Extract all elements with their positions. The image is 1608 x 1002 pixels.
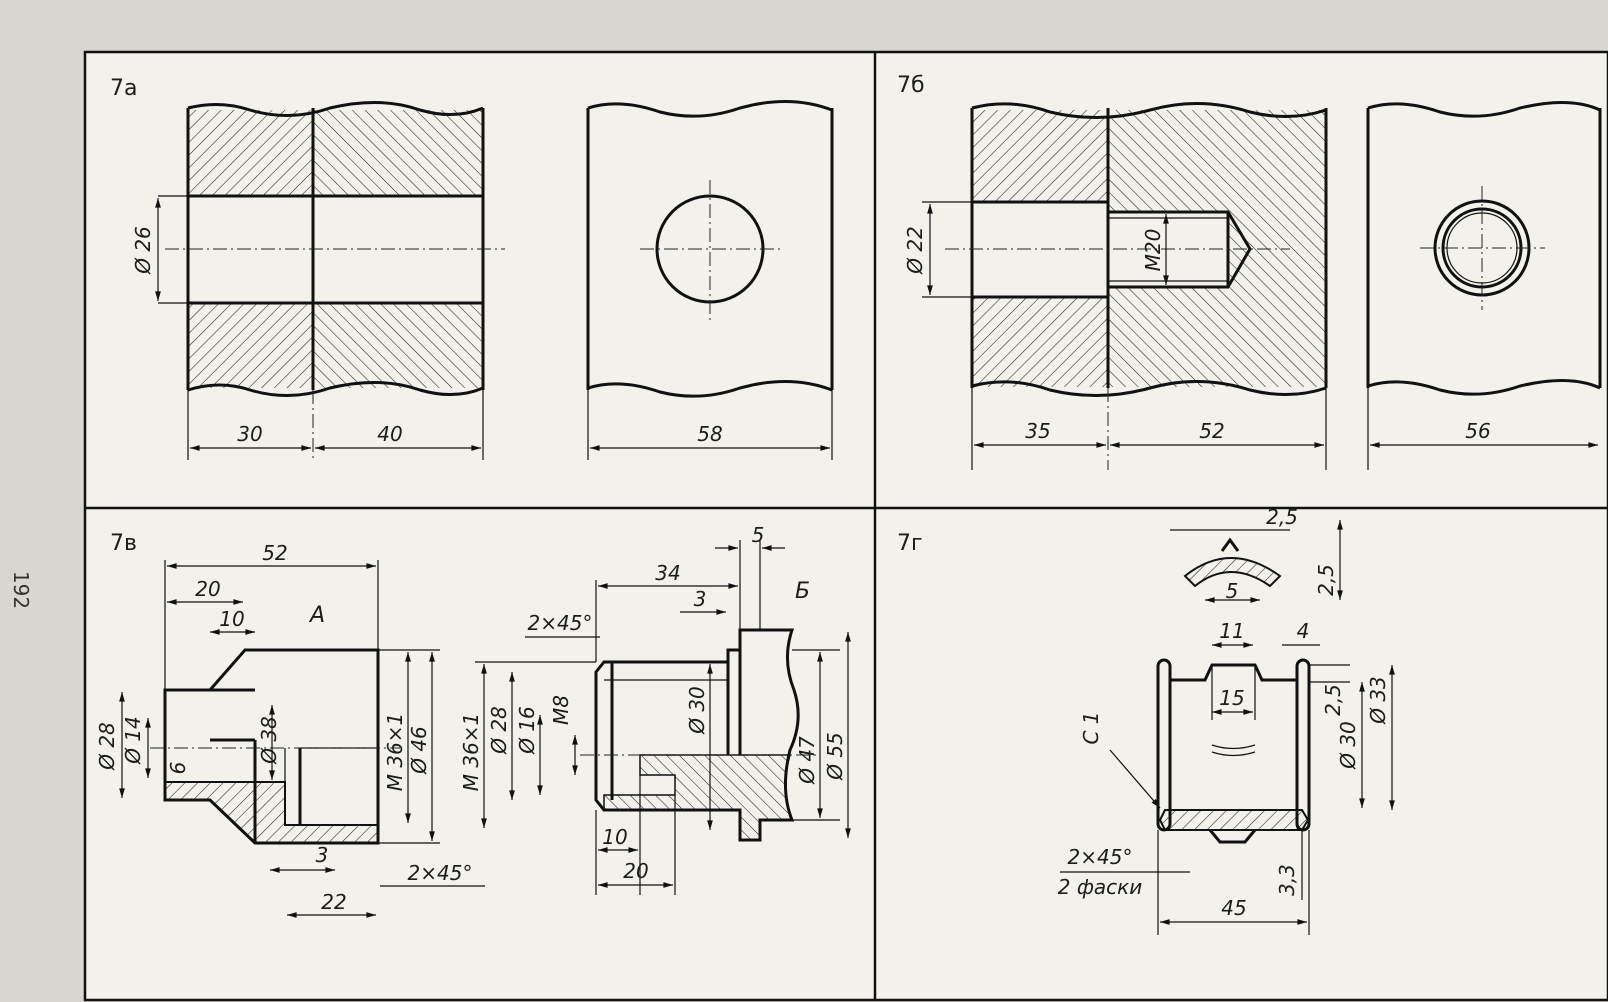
dim-7v-30: Ø 30: [685, 686, 709, 735]
dim-7v-52: 52: [262, 541, 287, 565]
dim-7g-c1: C 1: [1079, 711, 1103, 744]
dim-7g-5: 5: [1226, 579, 1239, 603]
dim-7v-m8: M8: [549, 695, 573, 725]
dim-7g-4: 4: [1297, 619, 1310, 643]
dim-7a-diameter: Ø 26: [131, 226, 155, 275]
dim-7v-10b: 10: [602, 825, 627, 849]
dim-7g-25c: 2,5: [1321, 684, 1345, 716]
panel-7b-label: 7б: [897, 73, 925, 98]
dim-7g-33b: 3,3: [1275, 864, 1299, 896]
dim-7v-28: Ø 28: [95, 722, 119, 771]
dim-7a-58: 58: [697, 422, 722, 446]
dim-7v-m36-a: M 36×1: [383, 713, 407, 792]
dim-7v-46: Ø 46: [407, 726, 431, 775]
dim-7b-thread: M20: [1141, 229, 1165, 272]
dim-7v-6: 6: [166, 762, 190, 775]
dim-7g-chamfer: 2×45°: [1068, 845, 1133, 869]
dim-7g-25b: 2,5: [1314, 564, 1338, 596]
dim-7v-20: 20: [195, 577, 220, 601]
dim-7v-3a: 3: [316, 843, 329, 867]
dim-7g-25a: 2,5: [1266, 505, 1298, 529]
dim-7v-20b: 20: [623, 859, 648, 883]
part-a-label: А: [308, 603, 325, 628]
dim-7g-30: Ø 30: [1336, 721, 1360, 770]
panel-frame: [83, 50, 1608, 1002]
dim-7v-55: Ø 55: [823, 732, 847, 781]
dim-7a-40: 40: [377, 422, 402, 446]
panel-7g: 7г 2,5 2,5 5 11 4 15 2,5 C 1 Ø 30 Ø 33: [897, 505, 1395, 935]
dim-7v-16: Ø 16: [515, 706, 539, 755]
panel-7b: 7б Ø 22 M20 35 52: [897, 73, 1602, 470]
dim-7v-chamfer-b: 2×45°: [528, 611, 593, 635]
panel-7a: 7а Ø 26 30 40: [110, 76, 834, 460]
dim-7g-33: Ø 33: [1366, 676, 1390, 725]
dim-7v-chamfer-a: 2×45°: [408, 861, 473, 885]
dim-7a-30: 30: [237, 422, 262, 446]
dim-7v-m36-b: M 36×1: [459, 713, 483, 792]
dim-7g-chamfer-note: 2 фаски: [1058, 875, 1143, 899]
panel-7v: 7в А Б 52 20 10 Ø 28 Ø 14 6 Ø 38 M 36×1 …: [95, 523, 851, 918]
dim-7v-38: Ø 38: [257, 716, 281, 765]
panel-7v-label: 7в: [110, 531, 137, 556]
dim-7v-34: 34: [655, 561, 680, 585]
dim-7v-5: 5: [752, 523, 765, 547]
panel-7g-label: 7г: [897, 531, 923, 556]
dim-7b-56: 56: [1465, 419, 1490, 443]
dim-7b-diameter: Ø 22: [903, 226, 927, 275]
dim-7g-11: 11: [1219, 619, 1244, 643]
panel-7a-label: 7а: [110, 76, 137, 101]
dim-7v-47: Ø 47: [795, 736, 819, 785]
dim-7v-28b: Ø 28: [487, 706, 511, 755]
part-b-label: Б: [795, 579, 810, 604]
dim-7v-3b: 3: [694, 587, 707, 611]
dim-7b-52: 52: [1199, 419, 1224, 443]
dim-7g-45: 45: [1221, 896, 1246, 920]
dim-7g-15: 15: [1219, 686, 1244, 710]
dim-7v-14: Ø 14: [121, 716, 145, 765]
dim-7v-10: 10: [219, 607, 244, 631]
dim-7v-22: 22: [321, 890, 346, 914]
dim-7b-35: 35: [1025, 419, 1050, 443]
